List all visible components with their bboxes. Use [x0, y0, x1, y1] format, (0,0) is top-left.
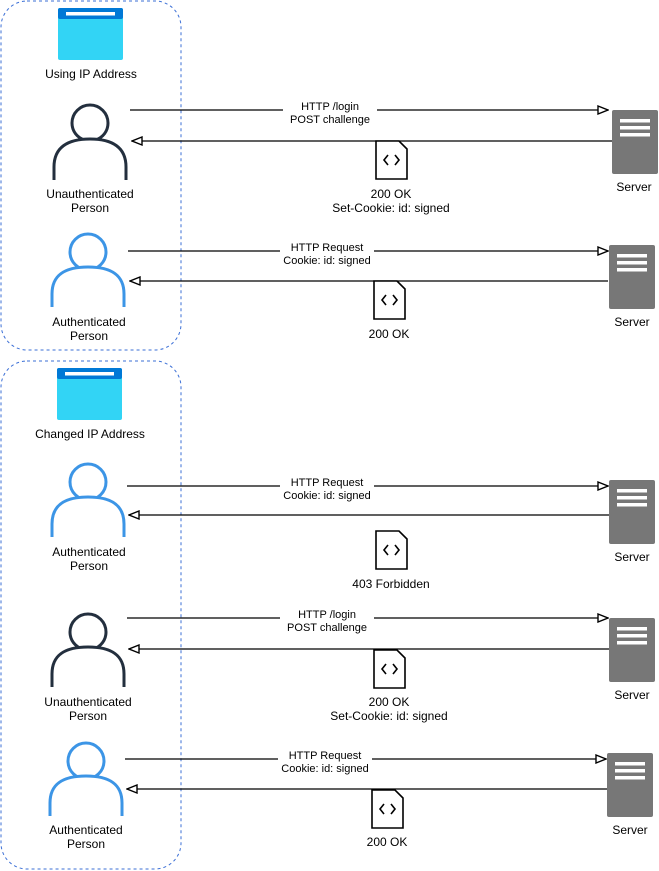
request-label-line2: Cookie: id: signed [281, 763, 368, 775]
request-label-line2: Cookie: id: signed [283, 255, 370, 267]
code-document-icon [375, 530, 408, 570]
server-icon [609, 618, 655, 682]
response-label-line2: Set-Cookie: id: signed [330, 709, 447, 723]
person-label-line1: Authenticated [49, 823, 122, 837]
server-label: Server [612, 823, 647, 837]
browser-window-icon [58, 8, 123, 60]
server-label: Server [616, 180, 651, 194]
response-label-line1: 200 OK [371, 187, 412, 201]
code-document-icon [375, 140, 408, 180]
person-label-line2: Person [71, 201, 109, 215]
server-label: Server [614, 688, 649, 702]
person-label-line1: Unauthenticated [44, 695, 131, 709]
response-label-line1: 200 OK [367, 835, 408, 849]
person-icon [48, 741, 124, 816]
response-label-line1: 200 OK [369, 695, 410, 709]
response-label-line2: Set-Cookie: id: signed [332, 201, 449, 215]
server-icon [607, 753, 653, 817]
server-icon [609, 245, 655, 309]
request-label-line2: POST challenge [290, 114, 370, 126]
group-frame-changed-ip [0, 360, 182, 870]
code-document-icon [371, 789, 404, 829]
server-label: Server [614, 315, 649, 329]
person-label-line2: Person [70, 559, 108, 573]
code-document-icon [373, 649, 406, 689]
person-label-line2: Person [67, 837, 105, 851]
request-label-line1: HTTP /login [301, 101, 359, 113]
person-label-line2: Person [70, 329, 108, 343]
browser-label: Using IP Address [45, 67, 137, 81]
browser-label: Changed IP Address [35, 427, 145, 441]
person-icon [50, 232, 126, 307]
person-label-line1: Unauthenticated [46, 187, 133, 201]
request-label-line2: Cookie: id: signed [283, 490, 370, 502]
server-icon [609, 480, 655, 544]
person-label-line2: Person [69, 709, 107, 723]
person-icon [50, 612, 126, 687]
request-label-line2: POST challenge [287, 622, 367, 634]
response-label-line1: 200 OK [369, 327, 410, 341]
request-label-line1: HTTP Request [289, 750, 362, 762]
request-label-line1: HTTP Request [291, 477, 364, 489]
code-document-icon [373, 280, 406, 320]
request-label-line1: HTTP /login [298, 609, 356, 621]
person-label-line1: Authenticated [52, 545, 125, 559]
person-icon [52, 103, 128, 180]
request-label-line1: HTTP Request [291, 242, 364, 254]
group-frame-using-ip [0, 0, 182, 351]
server-icon [612, 110, 658, 174]
person-icon [50, 462, 126, 537]
response-label-line1: 403 Forbidden [352, 577, 429, 591]
server-label: Server [614, 550, 649, 564]
browser-window-icon [57, 368, 122, 420]
person-label-line1: Authenticated [52, 315, 125, 329]
